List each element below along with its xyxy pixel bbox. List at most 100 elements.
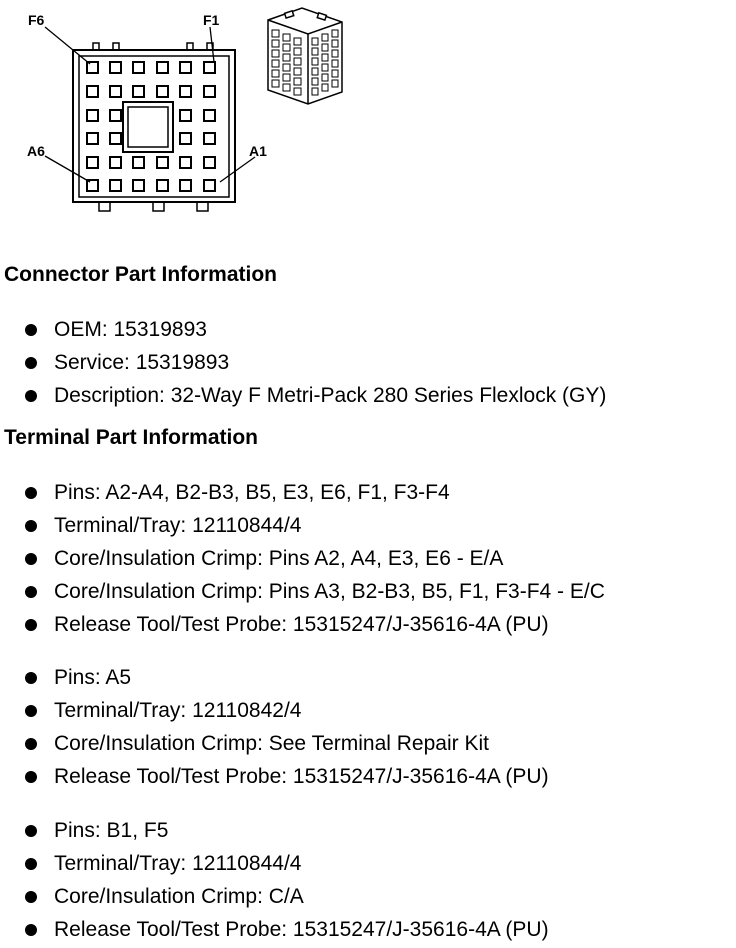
iso-cavity: [311, 57, 319, 66]
list-item: Pins: A2-A4, B2-B3, B5, E3, E6, F1, F3-F…: [0, 476, 605, 509]
iso-cavity: [331, 49, 339, 58]
pin-cavity: [132, 156, 145, 169]
list-item: Core/Insulation Crimp: Pins A2, A4, E3, …: [0, 542, 605, 575]
bullet-icon: [25, 705, 37, 717]
list-item: Pins: A5: [0, 661, 549, 694]
pin-cavity: [156, 179, 169, 192]
pin-cavity: [86, 132, 99, 145]
connector-info-list: OEM: 15319893 Service: 15319893 Descript…: [0, 313, 606, 412]
pin-cavity: [109, 132, 122, 145]
iso-cavity: [282, 53, 291, 62]
pin-cavity: [156, 61, 169, 74]
list-item: Core/Insulation Crimp: Pins A3, B2-B3, B…: [0, 575, 605, 608]
iso-cavity: [331, 69, 339, 78]
terminal-group-1: Pins: A2-A4, B2-B3, B5, E3, E6, F1, F3-F…: [0, 476, 605, 641]
pin-cavity: [86, 61, 99, 74]
pin-cavity: [156, 156, 169, 169]
pin-cavity: [203, 132, 216, 145]
bullet-icon: [25, 487, 37, 499]
iso-cavity: [271, 69, 280, 78]
pin-label-a6: A6: [27, 143, 45, 159]
list-item: Core/Insulation Crimp: See Terminal Repa…: [0, 727, 549, 760]
iso-cavity: [311, 37, 319, 46]
pin-cavity: [109, 179, 122, 192]
bullet-icon: [25, 858, 37, 870]
bullet-icon: [25, 672, 37, 684]
pin-cavity: [203, 85, 216, 98]
connector-housing-outline: [72, 49, 236, 203]
iso-cavity: [293, 87, 302, 96]
iso-cavity: [321, 53, 329, 62]
iso-cavity: [331, 59, 339, 68]
bullet-icon: [25, 924, 37, 936]
pin-cavity: [132, 61, 145, 74]
list-item: Description: 32-Way F Metri-Pack 280 Ser…: [0, 379, 606, 412]
bullet-icon: [25, 825, 37, 837]
iso-cavity: [282, 73, 291, 82]
iso-cavity: [321, 73, 329, 82]
pin-cavity: [86, 179, 99, 192]
iso-cavity: [282, 43, 291, 52]
iso-cavity: [331, 79, 339, 88]
pin-cavity: [179, 132, 192, 145]
iso-cavity: [271, 39, 280, 48]
pin-cavity: [132, 85, 145, 98]
list-item: Core/Insulation Crimp: C/A: [0, 880, 549, 913]
list-item: Release Tool/Test Probe: 15315247/J-3561…: [0, 760, 549, 793]
bullet-icon: [25, 738, 37, 750]
bullet-icon: [25, 520, 37, 532]
connector-face-drawing: F6 F1 A6 A1: [27, 7, 343, 212]
pin-cavity: [109, 156, 122, 169]
pin-cavity: [132, 179, 145, 192]
bullet-icon: [25, 891, 37, 903]
pin-cavity: [179, 85, 192, 98]
pin-cavity: [179, 179, 192, 192]
list-item: Service: 15319893: [0, 346, 606, 379]
iso-cavity: [271, 79, 280, 88]
iso-cavity: [282, 83, 291, 92]
connector-section-title: Connector Part Information: [4, 263, 278, 286]
iso-cavity: [321, 33, 329, 42]
terminal-group-3: Pins: B1, F5 Terminal/Tray: 12110844/4 C…: [0, 814, 549, 946]
iso-cavity: [282, 63, 291, 72]
pin-cavity: [179, 109, 192, 122]
pin-cavity: [86, 85, 99, 98]
pin-label-a1: A1: [249, 143, 267, 159]
bullet-icon: [25, 357, 37, 369]
bullet-icon: [25, 619, 37, 631]
pin-cavity: [109, 61, 122, 74]
iso-cavity: [321, 43, 329, 52]
pin-cavity: [203, 109, 216, 122]
iso-cavity: [331, 29, 339, 38]
bullet-icon: [25, 553, 37, 565]
iso-cavity: [282, 33, 291, 42]
iso-cavity: [293, 77, 302, 86]
iso-cavity: [293, 57, 302, 66]
pin-cavity: [109, 85, 122, 98]
pin-cavity: [203, 61, 216, 74]
bullet-icon: [25, 771, 37, 783]
iso-cavity: [311, 87, 319, 96]
connector-diagram: F6 F1 A6 A1: [0, 0, 736, 230]
pin-cavity: [179, 156, 192, 169]
bullet-icon: [25, 586, 37, 598]
iso-cavity: [293, 67, 302, 76]
pin-cavity: [156, 85, 169, 98]
iso-cavity: [331, 39, 339, 48]
terminal-group-2: Pins: A5 Terminal/Tray: 12110842/4 Core/…: [0, 661, 549, 793]
connector-isometric-drawing: [267, 7, 343, 105]
pin-label-f1: F1: [203, 12, 220, 28]
list-item: Terminal/Tray: 12110844/4: [0, 847, 549, 880]
pin-cavity: [179, 61, 192, 74]
iso-cavity: [271, 49, 280, 58]
iso-cavity: [321, 83, 329, 92]
iso-cavity: [271, 59, 280, 68]
iso-cavity: [321, 63, 329, 72]
bullet-icon: [25, 390, 37, 402]
iso-cavity: [311, 67, 319, 76]
pin-cavity: [86, 109, 99, 122]
bullet-icon: [25, 324, 37, 336]
pin-cavity: [86, 156, 99, 169]
list-item: OEM: 15319893: [0, 313, 606, 346]
pin-label-f6: F6: [28, 12, 45, 28]
